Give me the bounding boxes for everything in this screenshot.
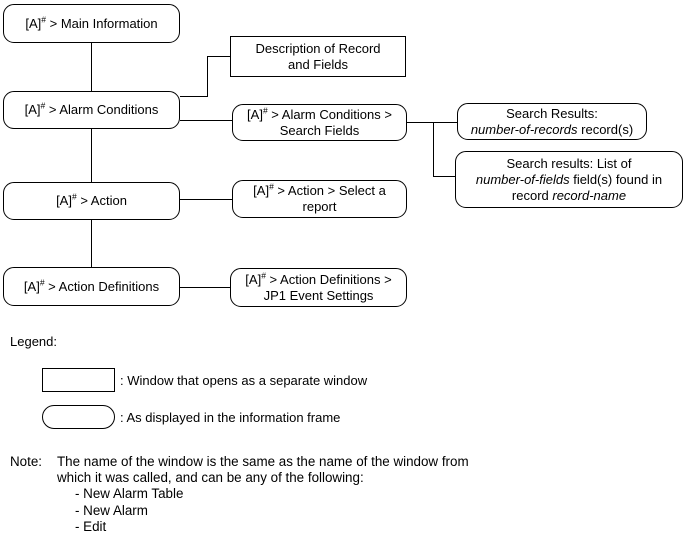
connector-branch-to-fields-result [433, 122, 455, 177]
note-item: - Edit [75, 518, 107, 534]
node-label-line2: Search Fields [279, 122, 360, 138]
hash-superscript: # [269, 181, 274, 192]
node-main-information: [A]# > Main Information [3, 4, 180, 43]
node-label-line1: [A]# > Action > Select a [253, 181, 386, 198]
node-label-line2: JP1 Event Settings [263, 287, 374, 303]
note-items: - New Alarm Table - New Alarm - Edit [75, 486, 469, 535]
node-label-line1: [A]# > Alarm Conditions > [247, 105, 392, 122]
note-line2: which it was called, and can be any of t… [57, 470, 364, 486]
legend-information-frame-label: : As displayed in the information frame [120, 409, 341, 425]
node-label: [A]# > Alarm Conditions [24, 100, 159, 117]
node-label-line2: report [302, 199, 337, 214]
node-search-fields: [A]# > Alarm Conditions > Search Fields [232, 104, 407, 141]
hash-superscript: # [71, 191, 77, 202]
node-label-line2: number-of-records record(s) [470, 121, 634, 137]
node-description-of-record: Description of Record and Fields [230, 36, 406, 77]
node-label-line1: [A]# > Action Definitions > [245, 270, 392, 287]
legend-title: Legend: [10, 334, 57, 349]
note-prefix: Note: [10, 454, 43, 469]
node-label-line2: and Fields [288, 56, 348, 72]
node-search-results-fields: Search results: List of number-of-fields… [455, 151, 683, 208]
node-search-results-records: Search Results: number-of-records record… [457, 103, 647, 140]
hash-superscript: # [261, 270, 266, 281]
node-label-line1: Search Results: [506, 105, 598, 121]
hash-superscript: # [40, 100, 46, 111]
hash-superscript: # [262, 105, 268, 116]
node-label-line1: Search results: List of [506, 155, 632, 171]
legend-separate-window-label: : Window that opens as a separate window [120, 372, 368, 388]
node-select-a-report: [A]# > Action > Select a report [232, 180, 407, 218]
node-alarm-conditions: [A]# > Alarm Conditions [3, 91, 180, 129]
hash-superscript: # [41, 14, 46, 25]
node-label: [A]# > Action Definitions [23, 277, 160, 294]
node-label-line3: record record-name [511, 187, 627, 203]
legend-separate-window-shape [42, 368, 115, 392]
hash-superscript: # [39, 277, 45, 288]
connector-alarm-to-description [180, 56, 230, 97]
node-label-line2: number-of-fields field(s) found in [475, 171, 663, 187]
note-item: - New Alarm Table [75, 486, 184, 502]
note-block: Note: The name of the window is the same… [10, 454, 570, 535]
node-action-definitions: [A]# > Action Definitions [3, 267, 180, 306]
node-label: [A]# > Main Information [25, 14, 158, 31]
node-action: [A]# > Action [3, 182, 180, 220]
note-body: The name of the window is the same as th… [57, 454, 469, 535]
legend-information-frame-shape [42, 405, 115, 429]
node-jp1-event-settings: [A]# > Action Definitions > JP1 Event Se… [230, 268, 407, 307]
node-label: [A]# > Action [56, 191, 127, 208]
note-item: - New Alarm [75, 502, 148, 518]
note-line1: The name of the window is the same as th… [57, 454, 469, 469]
node-label-line1: Description of Record [255, 40, 381, 56]
